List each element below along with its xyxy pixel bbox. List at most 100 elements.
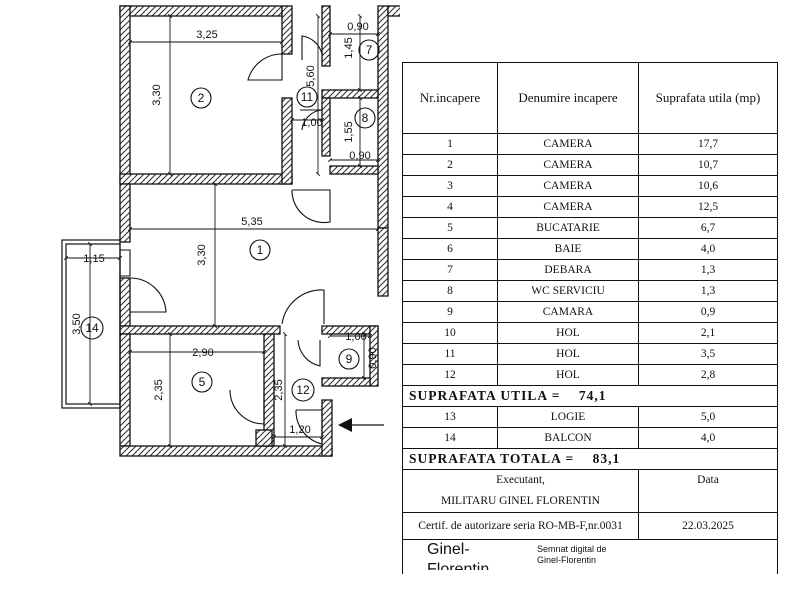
- cell-nr: 14: [402, 427, 498, 449]
- executant-row: Executant, MILITARU GINEL FLORENTIN Data: [402, 469, 778, 513]
- dim-r9-width: 1,00: [345, 331, 366, 343]
- room-9-number: 9: [346, 352, 353, 366]
- room-2-circle: [190, 87, 212, 109]
- date-heading: Data: [697, 474, 719, 486]
- cell-name: WC SERVICIU: [497, 280, 639, 302]
- dim-r9-height: 0,90: [367, 347, 379, 368]
- dim-r14-width: 1,15: [83, 253, 104, 265]
- cell-area: 4,0: [638, 427, 778, 449]
- dim-r8-height: 1,55: [343, 121, 355, 142]
- useful-total-label: SUPRAFATA UTILA =: [409, 388, 561, 403]
- dim-r11-width: 1,00: [301, 117, 322, 129]
- cell-name: BUCATARIE: [497, 217, 639, 239]
- room-11-circle: [296, 86, 318, 108]
- entrance-arrow: [338, 418, 384, 432]
- floor-plan: 3,25 3,30 5,35 3,30 1,15 3,50 2,90 2,35 …: [61, 5, 400, 457]
- certificate-text: Certif. de autorizare seria RO-MB-F,nr.0…: [418, 520, 623, 532]
- room-12-number: 12: [296, 383, 310, 397]
- cell-area: 12,5: [638, 196, 778, 218]
- cell-nr: 7: [402, 259, 498, 281]
- header-area: Suprafata utila (mp): [638, 62, 778, 134]
- room-14-number: 14: [85, 321, 99, 335]
- signature-row: Ginel- Florentin Semnat digital de Ginel…: [402, 539, 778, 574]
- cell-area: 17,7: [638, 133, 778, 155]
- grand-total-label: SUPRAFATA TOTALA =: [409, 451, 575, 466]
- rooms-table: Nr.incapere Denumire incapere Suprafata …: [402, 62, 778, 574]
- date-value: 22.03.2025: [682, 520, 734, 532]
- room-labels: [80, 39, 380, 402]
- cell-area: 1,3: [638, 259, 778, 281]
- cell-nr: 9: [402, 301, 498, 323]
- room-5-circle: [191, 371, 213, 393]
- room-14-circle: [80, 316, 104, 340]
- dim-r7-height: 1,45: [343, 37, 355, 58]
- dim-r11-height: 5,60: [305, 65, 317, 86]
- cell-name: HOL: [497, 364, 639, 386]
- room-7-circle: [358, 39, 380, 61]
- executant-name: MILITARU GINEL FLORENTIN: [441, 495, 600, 507]
- cell-name: CAMERA: [497, 154, 639, 176]
- grand-total-value: 83,1: [592, 451, 621, 466]
- signature-name: Ginel-: [427, 541, 470, 558]
- dim-r2-height: 3,30: [151, 84, 163, 105]
- dim-r2-width: 3,25: [196, 29, 217, 41]
- cell-name: HOL: [497, 343, 639, 365]
- dimension-texts: 3,25 3,30 5,35 3,30 1,15 3,50 2,90 2,35 …: [71, 21, 379, 436]
- cell-area: 3,5: [638, 343, 778, 365]
- cell-area: 2,8: [638, 364, 778, 386]
- cell-area: 10,7: [638, 154, 778, 176]
- cell-nr: 13: [402, 406, 498, 428]
- signature-name-2: Florentin: [427, 561, 490, 570]
- cell-name: DEBARA: [497, 259, 639, 281]
- cell-name: BAIE: [497, 238, 639, 260]
- dim-r5-width: 2,90: [192, 347, 213, 359]
- dim-r12-height: 2,35: [273, 379, 285, 400]
- room-8-circle: [354, 107, 376, 129]
- room-1-circle: [249, 239, 271, 261]
- cell-name: BALCON: [497, 427, 639, 449]
- cell-nr: 12: [402, 364, 498, 386]
- balcony-outline: [61, 239, 121, 409]
- header-name: Denumire incapere: [497, 62, 639, 134]
- dim-r1-height: 3,30: [196, 244, 208, 265]
- useful-total-value: 74,1: [578, 388, 607, 403]
- digital-sign-line1: Semnat digital de: [537, 544, 607, 554]
- room-11-number: 11: [301, 90, 314, 104]
- useful-total-row: SUPRAFATA UTILA = 74,1: [402, 385, 778, 407]
- cell-name: CAMERA: [497, 196, 639, 218]
- cell-area: 2,1: [638, 322, 778, 344]
- cell-area: 4,0: [638, 238, 778, 260]
- cell-area: 5,0: [638, 406, 778, 428]
- cell-area: 6,7: [638, 217, 778, 239]
- dim-r7-width: 0,90: [347, 21, 368, 33]
- header-nr: Nr.incapere: [402, 62, 498, 134]
- certificate-row: Certif. de autorizare seria RO-MB-F,nr.0…: [402, 512, 778, 540]
- room-numbers: 2 1 5 14 7 8 11 9 12: [85, 43, 372, 397]
- grand-total-row: SUPRAFATA TOTALA = 83,1: [402, 448, 778, 470]
- dim-r1-width: 5,35: [241, 216, 262, 228]
- cell-nr: 5: [402, 217, 498, 239]
- cell-area: 1,3: [638, 280, 778, 302]
- cell-nr: 10: [402, 322, 498, 344]
- room-7-number: 7: [366, 43, 373, 57]
- room-9-circle: [338, 348, 360, 370]
- cell-nr: 8: [402, 280, 498, 302]
- room-2-number: 2: [198, 91, 205, 105]
- cell-nr: 4: [402, 196, 498, 218]
- cell-name: HOL: [497, 322, 639, 344]
- room-1-number: 1: [257, 243, 264, 257]
- room-8-number: 8: [362, 111, 369, 125]
- cell-area: 0,9: [638, 301, 778, 323]
- cell-nr: 3: [402, 175, 498, 197]
